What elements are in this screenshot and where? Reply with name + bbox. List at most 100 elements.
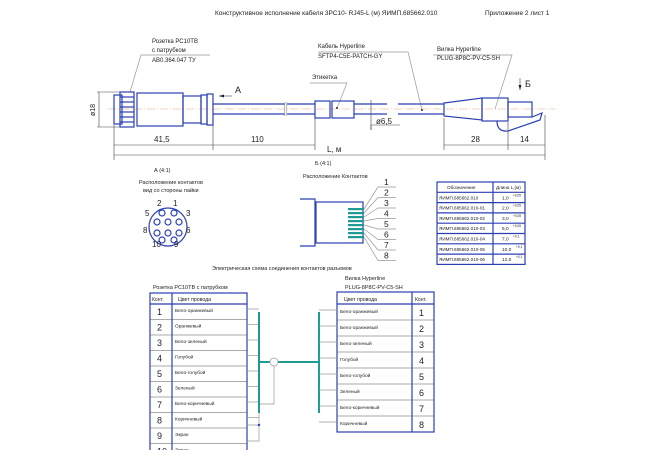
table-cell-length: 7,0: [502, 237, 509, 243]
contact-number: 3: [157, 338, 162, 348]
view-a-pinout: А (4:1) Расположение контактов вид со ст…: [139, 168, 203, 249]
plug-contacts: [348, 208, 364, 239]
table-cell-tolerance: +0,05: [513, 204, 521, 208]
contact-number: 3: [384, 198, 389, 208]
table-cell-length: 10,0: [502, 247, 512, 253]
wire-color: Бело-оранжевый: [340, 324, 378, 331]
dim-110: 110: [251, 135, 264, 144]
view-a-arrow: А: [219, 85, 241, 98]
pin-leader: [363, 186, 396, 210]
wire-color: Бело-коричневый: [340, 404, 380, 411]
contact-bar: [348, 208, 364, 211]
contact-number: 1: [384, 177, 389, 187]
wire-color: Бело-оранжевый: [340, 308, 378, 315]
dim-total-length: L, м: [327, 145, 341, 154]
dim-41-5: 41,5: [154, 135, 170, 144]
col-header: Цвет провода: [178, 297, 211, 303]
contact-number: 8: [157, 416, 162, 426]
socket-callout-line2: с патрубком: [152, 48, 186, 54]
table-cell-code: ЯИМП.685662.010-04: [439, 237, 485, 242]
col-header: Конт.: [152, 297, 164, 303]
shield-wire: [247, 425, 260, 442]
contact-bar: [348, 232, 364, 235]
cable-callout-line2: SFTP4-C5E-PATCH-GY: [318, 54, 382, 60]
cable-callout: Кабель Hyperline SFTP4-C5E-PATCH-GY: [318, 44, 423, 111]
table-cell-length: 5,0: [502, 226, 509, 232]
contact-bar: [348, 236, 364, 239]
pin-leader: [363, 218, 396, 222]
plug-callout: Вилка Hyperline PLUG-8P8C-PV-C5-SH: [433, 47, 513, 110]
contact-number: 2: [384, 188, 389, 198]
table-cell-length: 3,0: [502, 216, 509, 222]
contact-bar: [348, 216, 364, 219]
wire-color: Зеленый: [175, 385, 195, 392]
table-cell-tolerance: +0,1: [513, 235, 520, 239]
table-cell-tolerance: +0,05: [513, 214, 521, 218]
contact-bar: [348, 220, 364, 223]
pin-leader: [363, 224, 396, 230]
pin-label: 9: [174, 240, 179, 249]
socket-callout: Розетка РС10ТВ с патрубком АВ0.364.047 Т…: [129, 39, 210, 93]
shield-symbol: [269, 357, 279, 367]
contact-number: 6: [419, 388, 424, 398]
contact-number: 8: [419, 420, 424, 430]
pin-leader: [363, 228, 396, 240]
contact-number: 7: [157, 400, 162, 410]
dim-28: 28: [471, 135, 480, 144]
contact-number: 5: [157, 369, 162, 379]
pin-label: 5: [145, 209, 150, 218]
pin-label: 2: [157, 199, 162, 208]
wire-color: Бело-голубой: [340, 372, 371, 379]
contact-number: 2: [157, 323, 162, 333]
contact-number: 9: [157, 431, 162, 441]
table-cell-code: ЯИМП.685662.010-05: [439, 247, 485, 252]
pin-leader: [363, 236, 396, 261]
plug-callout-line1: Вилка Hyperline: [437, 47, 482, 53]
contact-number: 6: [384, 230, 389, 240]
pin-leader: [363, 232, 396, 251]
contact-number: 1: [157, 307, 162, 317]
wire-color: Экран: [175, 448, 189, 450]
schematic-title: Электрическая схема соединения контактов…: [212, 266, 352, 272]
contact-number: 7: [419, 404, 424, 414]
contact-number: 10: [157, 447, 167, 450]
wire-color: Бело-коричневый: [175, 400, 215, 407]
contact-bar: [348, 224, 364, 227]
table-cell-code: ЯИМП.685662.010-02: [439, 216, 485, 221]
wire-color: Бело-голубой: [175, 369, 206, 376]
pin-leader: [363, 197, 396, 214]
pin-label: 1: [173, 199, 178, 208]
wire-color: Экран: [175, 432, 189, 438]
pin-label: 8: [143, 226, 148, 235]
sheet-label: Приложение 2 лист 1: [485, 10, 550, 17]
contact-number: 4: [384, 209, 389, 219]
junction-dot: [257, 423, 261, 427]
contact-bar: [348, 228, 364, 231]
contact-number: 7: [384, 240, 389, 250]
col-header: Длина L,(м): [496, 185, 521, 190]
view-a-caption-2: вид со стороны пайки: [143, 187, 199, 194]
wire-color: Коричневый: [175, 416, 203, 423]
socket-callout-line3: АВ0.364.047 ТУ: [152, 58, 196, 64]
view-a-caption-1: Расположение контактов: [139, 180, 203, 186]
col-header: Обозначение: [447, 185, 476, 190]
view-a-title: А (4:1): [154, 168, 171, 174]
wire-color: Коричневый: [340, 420, 368, 427]
table-cell-code: ЯИМП.685662.010-01: [439, 206, 485, 211]
label-callout-text: Этикетка: [312, 75, 338, 81]
right-connector-title-1: Вилка Hyperline: [345, 276, 385, 282]
wire-color: Зеленый: [340, 388, 360, 395]
wire-color: Голубой: [175, 354, 194, 361]
contact-number: 5: [419, 372, 424, 382]
table-cell-code: ЯИМП.685662.010: [439, 195, 479, 200]
table-cell-length: 12,0: [502, 257, 512, 263]
col-header: Цвет провода: [344, 297, 377, 303]
contact-number: 8: [384, 251, 389, 261]
wire-color: Бело-оранжевый: [175, 307, 213, 314]
contact-number: 5: [384, 219, 389, 229]
